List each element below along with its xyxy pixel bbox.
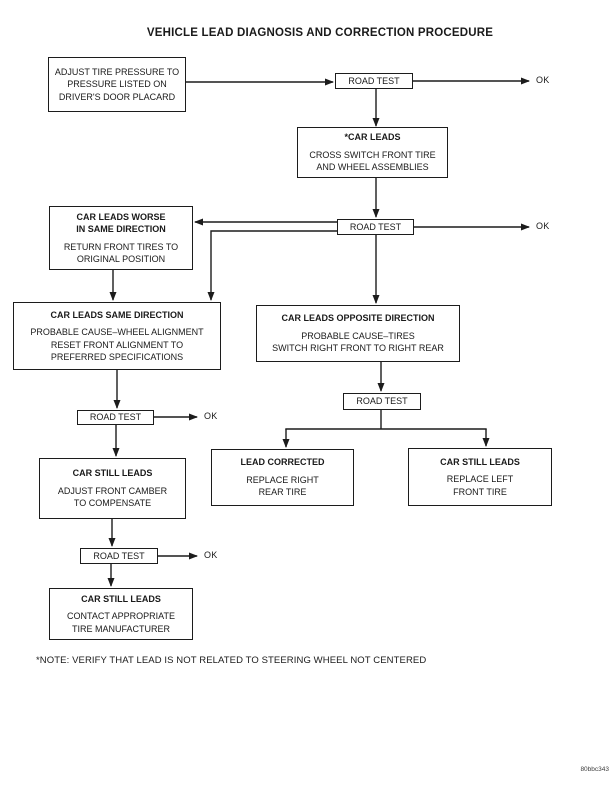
box-adjust-tire-pressure: ADJUST TIRE PRESSURE TO PRESSURE LISTED …	[48, 57, 186, 112]
ok-label: OK	[204, 550, 218, 560]
box-title: LEAD CORRECTED	[240, 457, 325, 468]
page-title: VEHICLE LEAD DIAGNOSIS AND CORRECTION PR…	[146, 27, 494, 39]
box-title: CAR STILL LEADS	[440, 456, 520, 467]
box-car-leads: *CAR LEADS CROSS SWITCH FRONT TIRE AND W…	[297, 127, 448, 178]
box-road-test-4: ROAD TEST	[343, 393, 421, 410]
box-title: CAR LEADS OPPOSITE DIRECTION	[281, 313, 435, 324]
box-body: PROBABLE CAUSE–TIRES SWITCH RIGHT FRONT …	[272, 330, 444, 354]
box-body: ADJUST TIRE PRESSURE TO PRESSURE LISTED …	[54, 66, 180, 102]
box-road-test-5: ROAD TEST	[80, 548, 158, 564]
box-car-still-leads-replace: CAR STILL LEADS REPLACE LEFT FRONT TIRE	[408, 448, 552, 506]
box-car-still-leads-final: CAR STILL LEADS CONTACT APPROPRIATE TIRE…	[49, 588, 193, 640]
figure-code: 80bbc343	[580, 766, 609, 773]
box-car-leads-worse: CAR LEADS WORSE IN SAME DIRECTION RETURN…	[49, 206, 193, 270]
box-title: CAR LEADS SAME DIRECTION	[50, 309, 184, 320]
box-title: CAR LEADS WORSE IN SAME DIRECTION	[76, 211, 166, 235]
box-car-leads-same-direction: CAR LEADS SAME DIRECTION PROBABLE CAUSE–…	[13, 302, 221, 370]
footnote: *NOTE: VERIFY THAT LEAD IS NOT RELATED T…	[36, 655, 427, 666]
box-road-test-1: ROAD TEST	[335, 73, 413, 89]
box-body: PROBABLE CAUSE–WHEEL ALIGNMENT RESET FRO…	[30, 327, 204, 362]
box-road-test-2: ROAD TEST	[337, 219, 414, 235]
box-body: ADJUST FRONT CAMBER TO COMPENSATE	[57, 485, 168, 509]
box-body: CROSS SWITCH FRONT TIRE AND WHEEL ASSEMB…	[309, 149, 436, 173]
ok-label: OK	[204, 411, 218, 421]
ok-label: OK	[536, 75, 550, 85]
box-body: RETURN FRONT TIRES TO ORIGINAL POSITION	[63, 241, 179, 265]
box-road-test-3: ROAD TEST	[77, 410, 154, 425]
box-title: *CAR LEADS	[344, 132, 401, 143]
box-lead-corrected: LEAD CORRECTED REPLACE RIGHT REAR TIRE	[211, 449, 354, 506]
box-title: CAR STILL LEADS	[72, 468, 153, 479]
box-body: CONTACT APPROPRIATE TIRE MANUFACTURER	[66, 611, 176, 634]
box-title: CAR STILL LEADS	[81, 593, 161, 604]
ok-label: OK	[536, 221, 550, 231]
box-car-still-leads-camber: CAR STILL LEADS ADJUST FRONT CAMBER TO C…	[39, 458, 186, 519]
box-car-leads-opposite-direction: CAR LEADS OPPOSITE DIRECTION PROBABLE CA…	[256, 305, 460, 362]
box-body: REPLACE LEFT FRONT TIRE	[446, 474, 514, 497]
box-body: REPLACE RIGHT REAR TIRE	[246, 474, 319, 498]
